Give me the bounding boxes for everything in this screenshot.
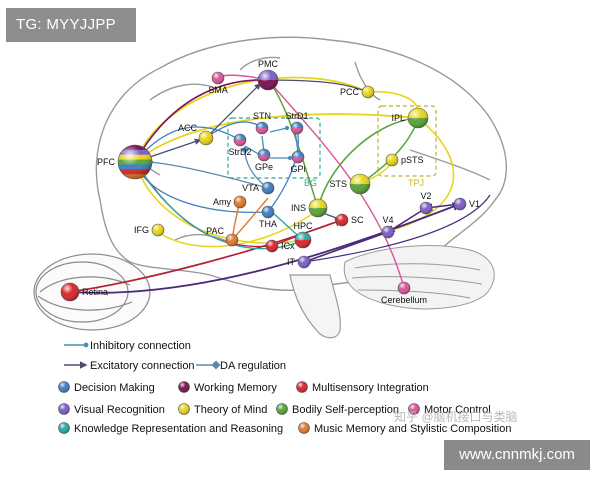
node-label-pac: PAC [206,226,224,236]
node-legend-1 [178,381,190,393]
cerebellum-shape [343,245,495,310]
tpj-group-label: TPJ [408,178,424,188]
node-label-sma: SMA [208,85,228,95]
legend-item-label-3: Visual Recognition [74,404,165,416]
node-ifg [151,223,165,237]
node-legend-8 [298,422,310,434]
node-label-sts: STS [329,179,347,189]
node-label-strd1: StrD1 [285,111,308,121]
node-label-ifg: IFG [134,225,149,235]
node-it [297,255,311,269]
node-sma [211,71,225,85]
node-label-tha: THA [259,219,277,229]
node-amy [233,195,247,209]
watermark-text: 知乎 @脑机接口与类脑 [394,410,518,424]
node-label-v1: V1 [469,199,480,209]
legend-da-label: DA regulation [220,360,286,372]
legend-layer: Decision Making Working Memory Multisensor… [58,381,511,435]
node-sc [335,213,349,227]
legend-item-label-5: Bodily Self-perception [292,404,399,416]
node-vta [261,181,275,195]
node-strd2 [233,133,247,147]
node-gpe [257,148,271,162]
node-label-gpi: GPi [290,164,305,174]
node-legend-3 [58,403,70,415]
node-ins [308,198,328,218]
tpj-group-box [377,105,437,177]
node-retina [60,282,80,302]
node-label-pmc: PMC [258,59,279,69]
node-label-gpe: GPe [255,162,273,172]
node-legend-5 [276,403,288,415]
node-legend-0 [58,381,70,393]
node-label-stn: STN [253,111,271,121]
node-icx [265,239,279,253]
node-psts [385,153,399,167]
node-label-v2: V2 [420,191,431,201]
node-label-ipl: IPL [391,113,405,123]
node-ipl [407,107,429,129]
node-pmc [257,69,279,91]
legend-excitatory-label: Excitatory connection [90,360,195,372]
node-sts [349,173,371,195]
legend-item-label-6: Motor Control [424,404,491,416]
node-label-retina: Retina [82,287,108,297]
node-legend-2 [296,381,308,393]
legend-item-label-2: Multisensory Integration [312,382,429,394]
bg-group-box [227,117,321,179]
tg-tag: TG: MYYJJPP [6,8,136,42]
node-label-pfc: PFC [97,157,116,167]
node-label-strd2: StrD2 [228,147,251,157]
node-hpc [294,231,312,249]
node-label-v4: V4 [382,215,393,225]
node-gpi [291,150,305,164]
node-label-amy: Amy [213,197,232,207]
node-label-icx: ICx [281,241,295,251]
legend-item-label-7: Knowledge Representation and Reasoning [74,423,283,435]
node-stn [255,121,269,135]
node-acc [198,130,214,146]
node-strd1 [290,121,304,135]
node-tha [261,205,275,219]
node-label-it: IT [287,257,296,267]
node-legend-6 [408,403,420,415]
legend-lines [64,342,221,370]
legend-item-label-0: Decision Making [74,382,155,394]
legend-item-label-4: Theory of Mind [194,404,267,416]
node-label-cerebellum: Cerebellum [381,295,427,305]
node-legend-4 [178,403,190,415]
node-label-pcc: PCC [340,87,360,97]
node-legend-7 [58,422,70,434]
node-pfc [117,144,153,180]
legend-inhibitory-label: Inhibitory connection [90,340,191,352]
node-v1 [453,197,467,211]
node-pac [225,233,239,247]
legend-item-label-8: Music Memory and Stylistic Composition [314,423,511,435]
node-v4 [381,225,395,239]
node-label-hpc: HPC [293,221,313,231]
node-v2 [419,201,433,215]
node-label-vta: VTA [242,183,259,193]
node-cerebellum [397,281,411,295]
node-label-ins: INS [291,203,306,213]
brainstem [289,274,341,339]
node-pcc [361,85,375,99]
node-label-acc: ACC [178,123,198,133]
site-url: www.cnnmkj.com [444,440,590,470]
node-label-psts: pSTS [401,155,424,165]
legend-item-label-1: Working Memory [194,382,277,394]
node-label-sc: SC [351,215,364,225]
